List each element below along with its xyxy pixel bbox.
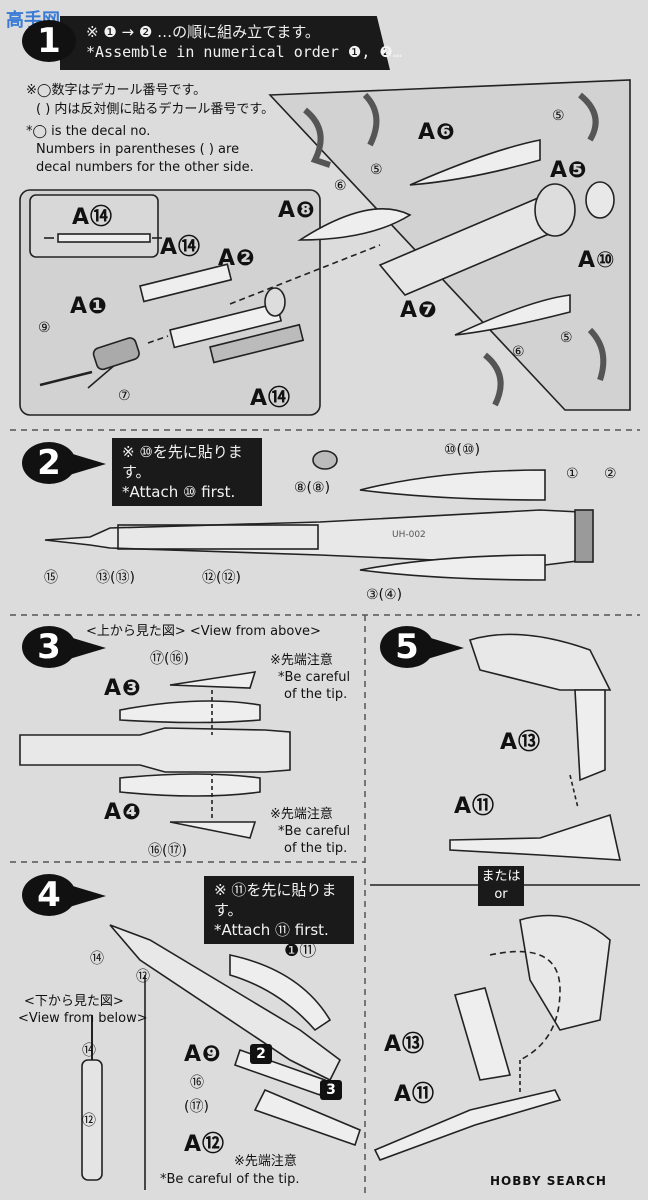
- decal-14: ⑭: [90, 948, 104, 968]
- step5-pointer: [424, 636, 464, 660]
- decal-2: ②: [604, 466, 617, 482]
- tip-caution-jp-top: ※先端注意: [270, 652, 333, 669]
- step2-pointer: [66, 452, 106, 476]
- decal-14-below: ⑭: [82, 1040, 96, 1060]
- part-a14-bottom: A⑭: [250, 380, 291, 412]
- tip-caution-en-top-2: of the tip.: [284, 686, 347, 703]
- step2-banner: ※ ⑩を先に貼ります。 *Attach ⑩ first.: [112, 438, 262, 506]
- hull-marking: UH-002: [392, 530, 426, 540]
- decal-8-pair: ⑧(⑧): [294, 480, 330, 496]
- step1-instruction-jp: ※ ❶ → ❷ …の順に組み立てます。: [86, 21, 320, 42]
- part-a11: A⑪: [454, 788, 495, 820]
- view-below-en: <View from below>: [18, 1010, 148, 1027]
- part-a4: A❹: [104, 800, 142, 825]
- tip-caution-en-step4: *Be careful of the tip.: [160, 1171, 300, 1188]
- decal-17-paren: (⑰): [184, 1096, 209, 1116]
- decal-note-jp-1: ※◯数字はデカール番号です。: [26, 82, 206, 99]
- decal-11-step: ❶⑪: [284, 936, 316, 961]
- tip-caution-en-bottom-1: *Be careful: [278, 823, 350, 840]
- decal-12-below: ⑫: [82, 1110, 96, 1130]
- decal-note-en-2: Numbers in parentheses ( ) are: [36, 141, 239, 158]
- step1-number: 1: [22, 20, 76, 62]
- decal-15: ⑮: [44, 567, 58, 587]
- logo-text: HOBBY SEARCH: [490, 1174, 607, 1188]
- decal-9: ⑨: [38, 320, 51, 336]
- part-a12: A⑫: [184, 1126, 225, 1158]
- step4-pointer: [66, 884, 106, 908]
- decal-12-pair: ⑫(⑫): [202, 567, 241, 587]
- tip-caution-en-bottom-2: of the tip.: [284, 840, 347, 857]
- part-a7: A❼: [400, 298, 438, 323]
- decal-6-bottom: ⑥: [512, 344, 525, 360]
- decal-3-4: ③(④): [366, 587, 402, 603]
- part-a3: A❸: [104, 676, 142, 701]
- decal-12: ⑫: [136, 966, 150, 986]
- view-below-jp: <下から見た図>: [24, 993, 124, 1010]
- decal-16-17: ⑯(⑰): [148, 840, 187, 860]
- decal-10-pair: ⑩(⑩): [444, 442, 480, 458]
- decal-6-top: ⑥: [334, 178, 347, 194]
- step4-instruction-en: *Attach ⑪ first.: [214, 920, 344, 940]
- part-a14-top: A⑭: [160, 229, 201, 261]
- part-a13: A⑬: [500, 724, 541, 756]
- decal-13-pair: ⑬(⑬): [96, 567, 135, 587]
- part-a11-alt: A⑪: [394, 1076, 435, 1108]
- part-a8: A❽: [278, 198, 316, 223]
- step3-view-label: <上から見た図> <View from above>: [86, 623, 321, 640]
- step4-instruction-jp: ※ ⑪を先に貼ります。: [214, 880, 344, 920]
- decal-5-bottom-right: ⑤: [560, 330, 573, 346]
- order-3-marker: 3: [320, 1080, 342, 1100]
- part-a1: A❶: [70, 294, 108, 319]
- step2-instruction-jp: ※ ⑩を先に貼ります。: [122, 442, 252, 482]
- or-jp: または: [478, 868, 524, 886]
- decal-7: ⑦: [118, 388, 131, 404]
- part-a5: A❺: [550, 158, 588, 183]
- part-a10: A⑩: [578, 248, 616, 273]
- order-2-marker: 2: [250, 1044, 272, 1064]
- decal-5-top-right: ⑤: [552, 108, 565, 124]
- decal-note-en-3: decal numbers for the other side.: [36, 159, 254, 176]
- tip-caution-en-top-1: *Be careful: [278, 669, 350, 686]
- step2-instruction-en: *Attach ⑩ first.: [122, 482, 252, 502]
- decal-1: ①: [566, 466, 579, 482]
- part-a9: A❾: [184, 1042, 222, 1067]
- step4-banner: ※ ⑪を先に貼ります。 *Attach ⑪ first.: [204, 876, 354, 944]
- tip-caution-jp-bottom: ※先端注意: [270, 806, 333, 823]
- part-a6: A❻: [418, 120, 456, 145]
- or-en: or: [478, 886, 524, 904]
- decal-16: ⑯: [190, 1072, 204, 1092]
- or-badge: または or: [478, 866, 524, 906]
- part-a2: A❷: [218, 246, 256, 271]
- decal-note-jp-2: ( ) 内は反対側に貼るデカール番号です。: [36, 101, 274, 118]
- part-a14-inset: A⑭: [72, 199, 113, 231]
- tip-caution-jp-step4: ※先端注意: [234, 1153, 297, 1170]
- decal-note-en-1: *◯ is the decal no.: [26, 123, 150, 140]
- decal-17-16: ⑰(⑯): [150, 648, 189, 668]
- step1-instruction-en: *Assemble in numerical order ❶, ❷…: [86, 43, 402, 61]
- decal-5-top-left: ⑤: [370, 162, 383, 178]
- part-a13-alt: A⑬: [384, 1026, 425, 1058]
- hobby-search-logo: HOBBY SEARCH: [490, 1174, 607, 1188]
